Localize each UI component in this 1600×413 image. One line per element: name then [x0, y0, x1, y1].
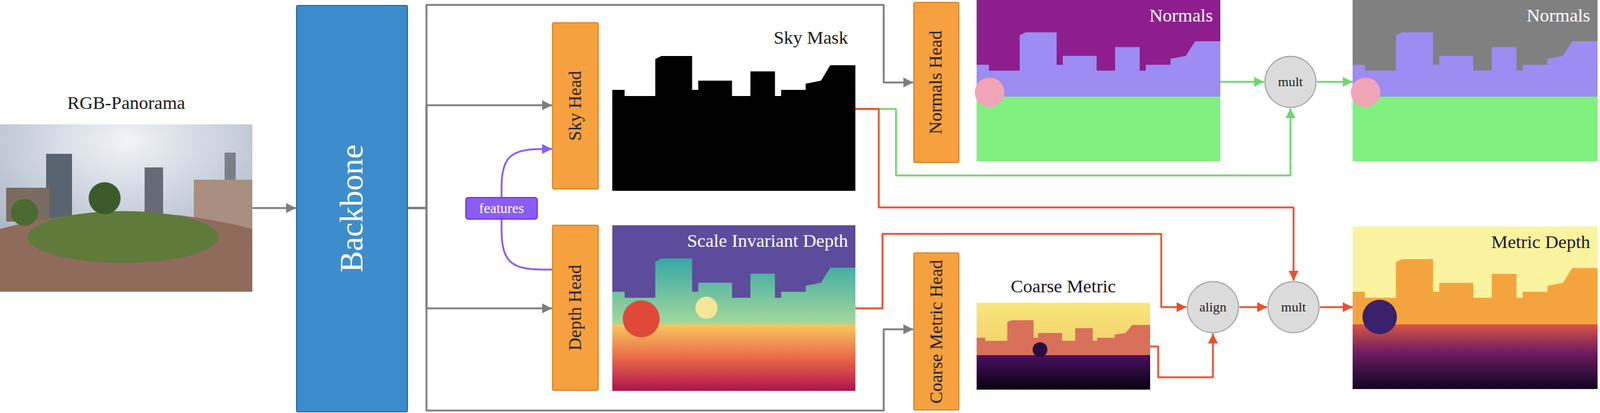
connector-arrow [408, 4, 914, 208]
sky-mask-image [612, 22, 856, 191]
skyline [976, 320, 1151, 390]
block-label: Normals Head [926, 30, 947, 135]
connector-arrow [855, 233, 1187, 309]
block-label: Coarse Metric Head [926, 259, 947, 404]
input-image: RGB-Panorama [0, 92, 253, 292]
circle-outline [1265, 56, 1317, 108]
output-image: Metric Depth [1352, 226, 1598, 389]
sky [612, 225, 856, 391]
sky [0, 124, 253, 292]
connector-arrow [1220, 81, 1264, 84]
block-label: Depth Head [565, 264, 586, 351]
caption-label: Scale Invariant Depth [686, 230, 848, 251]
output-image: Sky Mask [612, 22, 856, 191]
backbone-block: Backbone [296, 4, 408, 413]
feature-tag: features [465, 196, 538, 220]
operation-circle: align [1186, 280, 1240, 334]
sky [612, 22, 856, 191]
skyline [612, 56, 856, 191]
sky [976, 0, 1221, 162]
connector-arrow [501, 148, 552, 197]
operation-circle: mult [1267, 280, 1320, 334]
head-block: Coarse Metric Head [913, 252, 960, 411]
building [144, 167, 164, 217]
operation-label: align [1199, 299, 1227, 315]
sky [976, 302, 1151, 390]
operation-label: mult [1278, 74, 1303, 90]
normals-image [974, 0, 1221, 162]
ground [1352, 96, 1598, 162]
head-block: Normals Head [913, 1, 960, 164]
ground [1352, 324, 1598, 389]
output-image: Coarse Metric [976, 275, 1151, 390]
caption-label: Coarse Metric [1011, 275, 1117, 296]
head-block: Sky Head [552, 22, 599, 190]
connector-arrow [1150, 333, 1213, 378]
tree [1362, 299, 1397, 335]
output-image: Normals [1352, 0, 1598, 162]
caption-label: Normals [1149, 4, 1213, 26]
sky [1352, 226, 1598, 389]
bush [974, 77, 1005, 108]
circle-outline [1187, 281, 1239, 333]
bush [11, 198, 39, 226]
metric-depth-image [1352, 226, 1598, 389]
connector-arrow [252, 207, 296, 210]
tree [1032, 342, 1048, 357]
connector-arrow [408, 105, 552, 208]
connector-arrow [1320, 306, 1353, 309]
skyline [1352, 259, 1598, 389]
block-label: Backbone [334, 144, 370, 273]
bush [1350, 77, 1381, 108]
depth-image [612, 225, 856, 391]
building [46, 153, 72, 222]
tree [695, 296, 718, 319]
caption-label: features [479, 200, 525, 216]
skyline [976, 32, 1221, 162]
output-image: Normals [976, 0, 1221, 162]
ground [976, 355, 1151, 390]
caption-label: Sky Mask [773, 27, 848, 48]
connector-arrow [501, 219, 552, 270]
caption-label: Metric Depth [1491, 231, 1591, 252]
caption-label: RGB-Panorama [67, 92, 186, 113]
ground [976, 96, 1221, 162]
sky [1352, 0, 1598, 162]
head-block: Depth Head [552, 224, 599, 391]
grass [27, 211, 219, 263]
panorama-image [0, 124, 253, 292]
operation-circle: mult [1264, 55, 1317, 109]
operation-label: mult [1281, 299, 1306, 315]
connector-arrow [408, 208, 552, 309]
skyline [612, 258, 856, 391]
tree [622, 300, 660, 338]
skyline [1352, 32, 1598, 162]
caption-label: Normals [1526, 4, 1591, 26]
output-image: Scale Invariant Depth [612, 225, 856, 391]
connector-arrow [1316, 81, 1353, 84]
normals-masked-image [1350, 0, 1598, 162]
connector-arrow [1239, 306, 1268, 309]
circle-outline [1268, 281, 1320, 333]
connector-arrow [408, 208, 914, 411]
tree [88, 182, 121, 215]
coarse-metric-image [976, 302, 1151, 390]
block-label: Sky Head [565, 70, 586, 141]
